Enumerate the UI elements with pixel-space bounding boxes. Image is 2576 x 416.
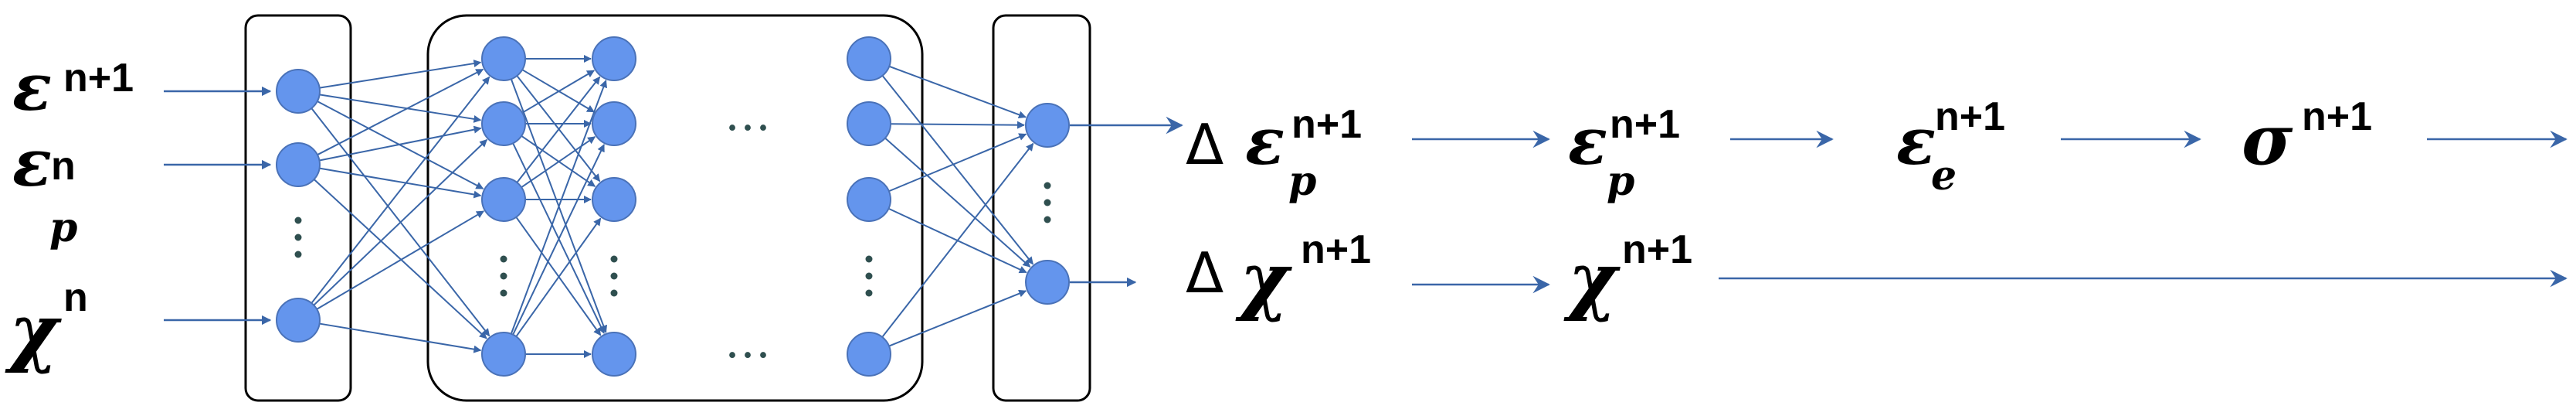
vdots-hidden-a-2	[500, 289, 507, 297]
vdots-hidden-b-0	[610, 255, 618, 263]
vdots-hidden-c-2	[865, 289, 873, 297]
svg-text:n+1: n+1	[1935, 94, 2005, 139]
node-output-0	[1025, 103, 1070, 148]
input-chi-n: χ n	[5, 275, 88, 375]
edge-input-0-to-hidden-a-0	[319, 60, 482, 89]
edge-hidden-c-0-to-output-0	[888, 65, 1027, 119]
node-input-2	[276, 298, 321, 343]
node-hidden-b-3	[592, 332, 636, 377]
output-chi: χ n+1	[1563, 227, 1692, 323]
vdots-output-2	[1044, 216, 1051, 223]
svg-text:ε: ε	[1568, 103, 1607, 179]
node-hidden-c-0	[847, 36, 891, 81]
vdots-hidden-c-1	[865, 272, 873, 280]
edge-hidden-a-2-to-hidden-b-1	[521, 136, 596, 188]
hidden-layers-box	[426, 14, 924, 402]
edge-hidden-a-3-to-hidden-b-1	[512, 144, 605, 336]
node-hidden-c-3	[847, 332, 891, 377]
vdots-output-0	[1044, 182, 1051, 189]
edge-input-2-to-hidden-a-0	[311, 76, 490, 304]
edge-hidden-a-3-to-hidden-b-0	[510, 80, 608, 335]
svg-text:n+1: n+1	[2302, 94, 2372, 139]
node-output-1	[1025, 260, 1070, 305]
node-hidden-b-1	[592, 101, 636, 146]
svg-text:n: n	[63, 275, 88, 320]
hidden-ellipsis-top: …	[725, 87, 771, 142]
edge-hidden-c-2-to-output-0	[888, 133, 1027, 193]
network-edges	[311, 55, 1034, 358]
node-hidden-c-2	[847, 177, 891, 222]
svg-text:ε: ε	[12, 124, 52, 201]
node-hidden-b-0	[592, 36, 636, 81]
vdots-input-2	[294, 251, 302, 258]
edge-input-2-to-hidden-a-2	[316, 210, 484, 310]
svg-text:n+1: n+1	[1301, 227, 1371, 272]
svg-text:n+1: n+1	[1291, 102, 1362, 147]
vdots-hidden-b-1	[610, 272, 618, 280]
network-nodes	[276, 36, 1070, 377]
input-layer-box	[244, 14, 352, 402]
node-hidden-a-0	[481, 36, 526, 81]
svg-text:n+1: n+1	[1622, 227, 1692, 272]
edge-hidden-c-0-to-output-1	[881, 75, 1034, 265]
edge-hidden-c-3-to-output-0	[881, 142, 1034, 338]
svg-text:χ: χ	[1563, 236, 1621, 323]
svg-text:n+1: n+1	[1610, 102, 1680, 147]
svg-text:p: p	[1288, 158, 1316, 205]
edge-input-2-to-hidden-a-1	[313, 138, 488, 306]
vdots-hidden-b-2	[610, 289, 618, 297]
svg-text:χ: χ	[1235, 236, 1292, 323]
node-hidden-a-1	[481, 101, 526, 146]
svg-text:χ: χ	[5, 288, 62, 375]
vertical-ellipses	[294, 182, 1051, 297]
output-layer-box	[992, 14, 1091, 402]
edge-input-1-to-hidden-a-3	[313, 179, 487, 339]
input-epsilon-p-n: ε n p	[12, 124, 77, 251]
hidden-ellipsis-bottom: …	[725, 315, 771, 369]
edge-hidden-a-3-to-hidden-b-2	[515, 217, 602, 337]
node-hidden-a-2	[481, 177, 526, 222]
edge-input-1-to-hidden-a-1	[319, 125, 482, 162]
svg-text:n: n	[51, 144, 76, 189]
svg-text:p: p	[1607, 158, 1634, 205]
vdots-hidden-c-0	[865, 255, 873, 263]
output-epsilon-p: ε n+1 p	[1568, 102, 1680, 205]
svg-text:e: e	[1931, 152, 1957, 199]
input-epsilon-n1: ε n+1	[12, 49, 134, 125]
output-sigma: σ n+1	[2242, 94, 2372, 181]
edge-hidden-c-3-to-output-1	[888, 289, 1027, 347]
svg-text:n+1: n+1	[63, 56, 134, 101]
output-epsilon-e: ε n+1 e	[1896, 94, 2005, 199]
svg-text:Δ: Δ	[1186, 240, 1224, 305]
vdots-hidden-a-0	[500, 255, 507, 263]
edge-hidden-c-1-to-output-1	[884, 137, 1031, 268]
svg-text:Δ: Δ	[1186, 112, 1224, 177]
edge-input-1-to-hidden-a-2	[319, 167, 482, 199]
vdots-input-1	[294, 234, 302, 241]
output-delta-epsilon-p: Δ ε n+1 p	[1186, 102, 1362, 205]
svg-text:ε: ε	[1245, 103, 1285, 179]
svg-text:p: p	[49, 204, 77, 251]
node-hidden-a-3	[481, 332, 526, 377]
edge-input-0-to-hidden-a-1	[319, 94, 482, 123]
edge-hidden-a-2-to-hidden-b-0	[516, 76, 601, 183]
svg-text:ε: ε	[1896, 103, 1936, 179]
node-input-1	[276, 142, 321, 187]
svg-text:σ: σ	[2242, 99, 2293, 181]
node-hidden-b-2	[592, 177, 636, 222]
vdots-hidden-a-1	[500, 272, 507, 280]
edge-input-2-to-hidden-a-3	[319, 322, 482, 353]
edge-hidden-a-1-to-hidden-b-0	[521, 70, 595, 114]
node-hidden-c-1	[847, 101, 891, 146]
output-delta-chi: Δ χ n+1	[1186, 227, 1371, 323]
node-input-0	[276, 69, 321, 114]
svg-text:ε: ε	[12, 49, 52, 125]
edge-input-1-to-hidden-a-0	[317, 68, 484, 156]
vdots-output-1	[1044, 199, 1051, 206]
vdots-input-0	[294, 217, 302, 224]
